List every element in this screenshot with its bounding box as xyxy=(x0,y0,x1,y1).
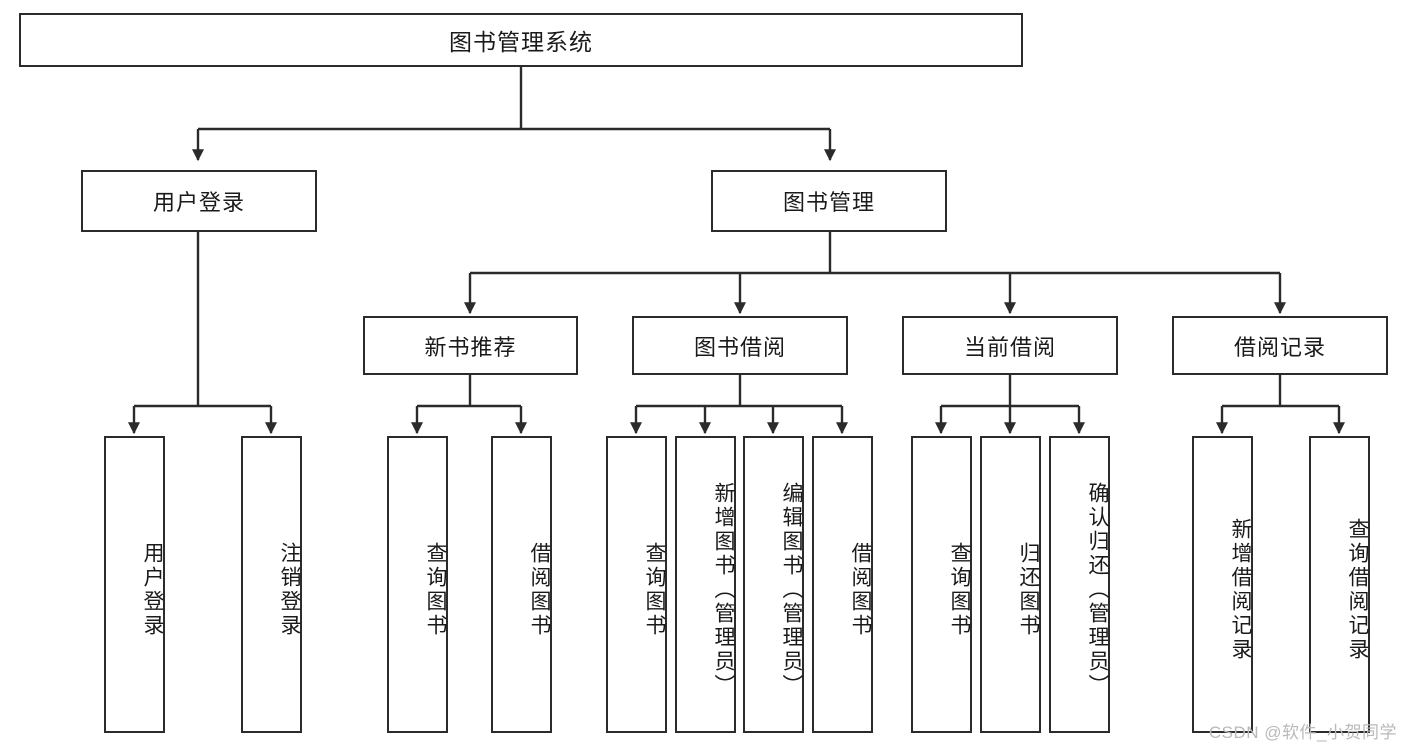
node-borrow-record[interactable]: 借阅记录 xyxy=(1172,316,1388,375)
node-current-borrow[interactable]: 当前借阅 xyxy=(902,316,1118,375)
node-label: 新增借阅记录 xyxy=(1229,517,1252,662)
node-label: 查询图书 xyxy=(948,541,971,638)
leaf-current-return-book[interactable]: 归还图书 xyxy=(980,436,1041,733)
node-book-borrow[interactable]: 图书借阅 xyxy=(632,316,848,375)
node-label: 新增图书（管理员） xyxy=(712,481,735,698)
node-label: 借阅图书 xyxy=(849,541,872,638)
leaf-borrow-edit-book-admin[interactable]: 编辑图书（管理员） xyxy=(743,436,804,733)
node-user-login[interactable]: 用户登录 xyxy=(81,170,317,232)
node-label: 图书借阅 xyxy=(693,334,786,360)
leaf-record-query-record[interactable]: 查询借阅记录 xyxy=(1309,436,1370,733)
leaf-record-add-record[interactable]: 新增借阅记录 xyxy=(1192,436,1253,733)
node-label: 图书管理 xyxy=(782,190,875,215)
node-label: 用户登录 xyxy=(141,541,164,638)
watermark: CSDN @软件_小贺同学 xyxy=(1208,723,1397,742)
node-label: 用户登录 xyxy=(152,190,245,215)
node-label: 归还图书 xyxy=(1017,541,1040,638)
leaf-recommend-borrow-book[interactable]: 借阅图书 xyxy=(491,436,552,733)
leaf-current-query-book[interactable]: 查询图书 xyxy=(911,436,972,733)
node-label: 新书推荐 xyxy=(424,334,517,360)
node-label: 查询图书 xyxy=(424,541,447,638)
node-label: 查询图书 xyxy=(643,541,666,638)
leaf-borrow-query-book[interactable]: 查询图书 xyxy=(606,436,667,733)
node-root-system[interactable]: 图书管理系统 xyxy=(19,13,1023,67)
node-new-book-recommend[interactable]: 新书推荐 xyxy=(363,316,578,375)
node-book-management[interactable]: 图书管理 xyxy=(711,170,947,232)
leaf-borrow-borrow-book[interactable]: 借阅图书 xyxy=(812,436,873,733)
leaf-current-confirm-return-admin[interactable]: 确认归还（管理员） xyxy=(1049,436,1110,733)
leaf-borrow-add-book-admin[interactable]: 新增图书（管理员） xyxy=(675,436,736,733)
node-label: 当前借阅 xyxy=(963,334,1056,360)
node-label: 查询借阅记录 xyxy=(1346,517,1369,662)
node-label: 图书管理系统 xyxy=(449,29,593,55)
node-label: 注销登录 xyxy=(278,541,301,638)
leaf-user-login-logout[interactable]: 注销登录 xyxy=(241,436,302,733)
node-label: 确认归还（管理员） xyxy=(1086,481,1109,698)
leaf-recommend-query-book[interactable]: 查询图书 xyxy=(387,436,448,733)
leaf-user-login-login[interactable]: 用户登录 xyxy=(104,436,165,733)
node-label: 借阅记录 xyxy=(1233,334,1326,360)
node-label: 借阅图书 xyxy=(528,541,551,638)
node-label: 编辑图书（管理员） xyxy=(780,481,803,698)
